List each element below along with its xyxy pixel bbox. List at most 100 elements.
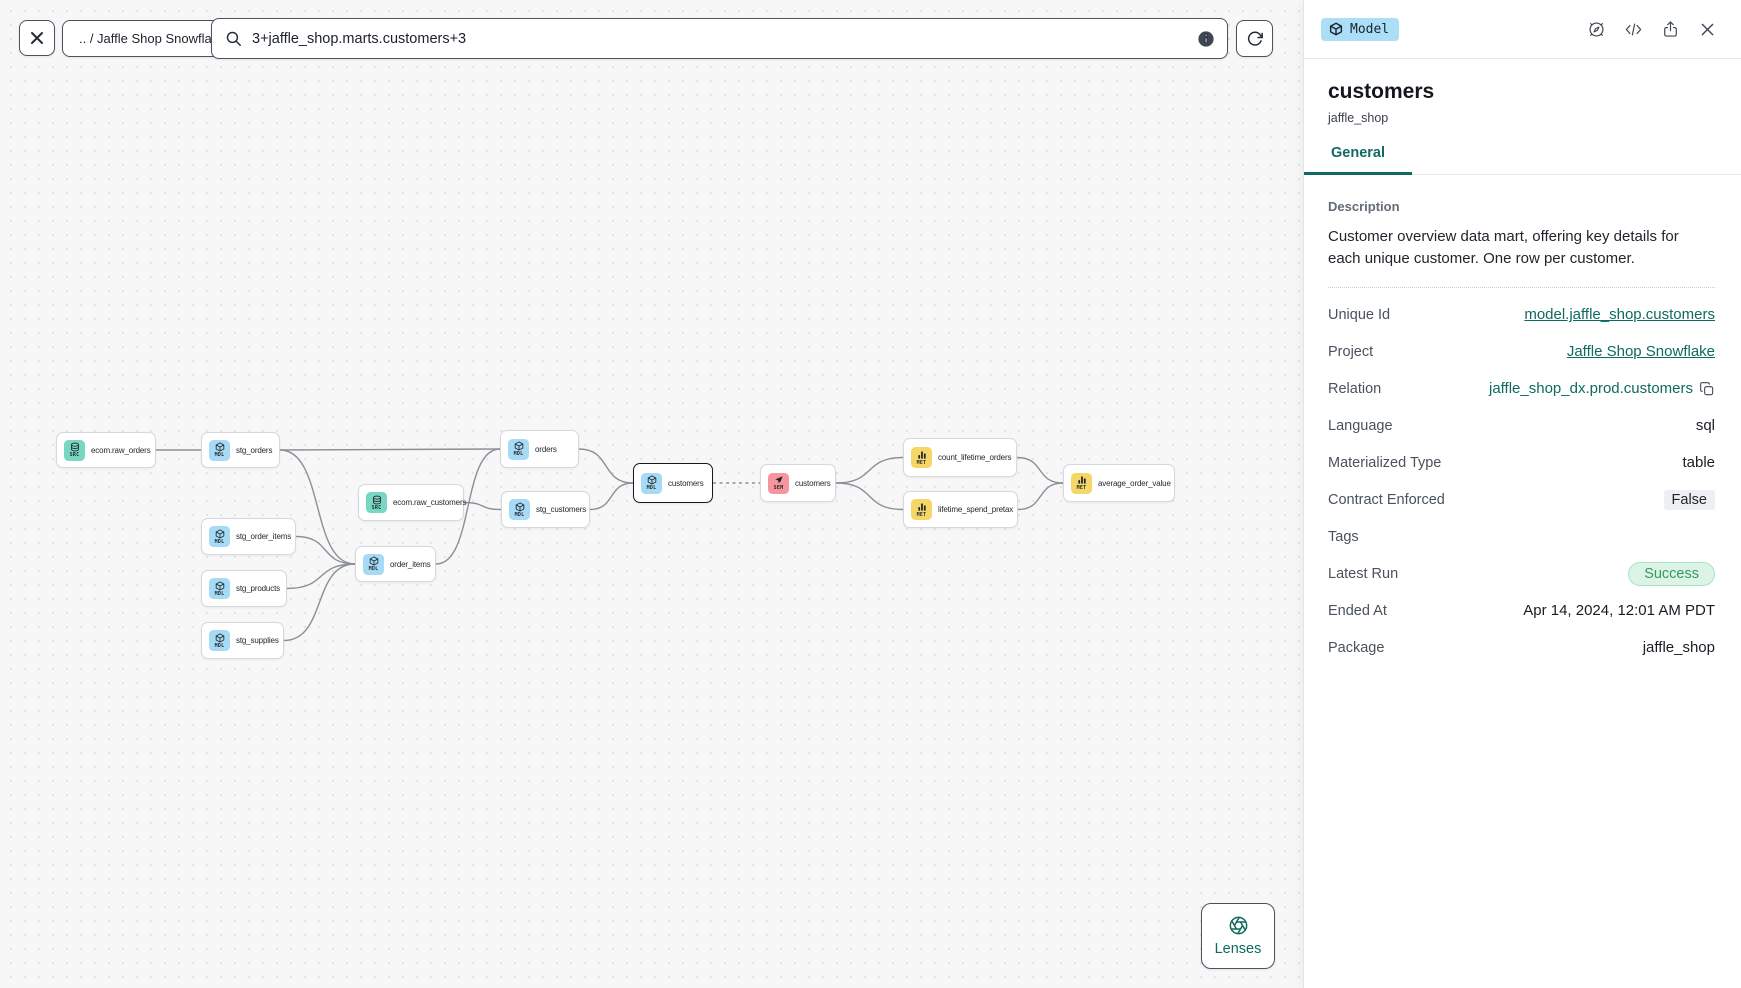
metric-icon: MET [1071, 472, 1092, 494]
explore-compass-button[interactable] [1586, 19, 1606, 39]
section-divider [1328, 287, 1715, 289]
node-lifetime_spend_pretax[interactable]: MET lifetime_spend_pretax [903, 491, 1018, 528]
node-label: orders [535, 444, 557, 454]
field-row-tags: Tags [1328, 518, 1715, 555]
field-value: Apr 14, 2024, 12:01 AM PDT [1523, 602, 1715, 620]
node-orders[interactable]: MDL orders [500, 430, 579, 468]
close-icon [1701, 23, 1713, 35]
metric-icon: MET [911, 499, 932, 520]
status-badge: False [1663, 489, 1715, 510]
edge-stg_order_items-to-order_items [295, 535, 356, 565]
panel-tabs: General [1304, 145, 1741, 175]
edge-stg_orders-to-order_items [279, 449, 356, 565]
node-label: ecom.raw_orders [91, 445, 151, 455]
model-icon: MDL [209, 526, 230, 547]
info-icon[interactable] [1198, 30, 1214, 47]
model-icon: MDL [209, 630, 230, 651]
node-label: stg_customers [536, 505, 587, 514]
field-value: jaffle_shop_dx.prod.customers [1489, 380, 1715, 397]
close-lineage-button[interactable] [19, 20, 55, 56]
refresh-icon [1247, 31, 1263, 46]
edge-stg_products-to-order_items [286, 563, 356, 590]
page-title: customers [1328, 80, 1435, 103]
field-row-contract-enforced: Contract Enforced False [1328, 481, 1715, 518]
description-label: Description [1328, 199, 1400, 214]
details-panel: Model customers jaffle_shop [1303, 0, 1741, 988]
edge-customers_sem-to-count_lifetime_orders [835, 456, 904, 484]
share-icon [1663, 20, 1677, 37]
node-label: lifetime_spend_pretax [938, 505, 1014, 514]
model-icon: MDL [641, 472, 662, 494]
model-icon: MDL [209, 439, 230, 461]
aperture-icon [1229, 916, 1247, 935]
model-icon: MDL [363, 553, 384, 575]
panel-body: Description Customer overview data mart,… [1304, 175, 1741, 666]
tab-general[interactable]: General [1304, 145, 1412, 175]
share-button[interactable] [1660, 19, 1680, 39]
code-icon [1625, 23, 1641, 35]
panel-header: Model [1304, 0, 1741, 59]
field-label: Project [1328, 343, 1374, 360]
close-panel-button[interactable] [1697, 19, 1717, 39]
field-label: Materialized Type [1328, 454, 1442, 471]
field-label: Language [1328, 417, 1393, 434]
field-value-link[interactable]: Jaffle Shop Snowflake [1566, 343, 1715, 361]
panel-actions [1586, 19, 1717, 39]
node-label: count_lifetime_orders [938, 453, 1012, 462]
node-label: order_items [390, 559, 431, 569]
field-label: Contract Enforced [1328, 491, 1445, 508]
edge-count_lifetime_orders-to-average_order_value [1016, 456, 1064, 484]
cube-icon [1329, 22, 1343, 36]
field-value-link[interactable]: model.jaffle_shop.customers [1524, 306, 1715, 324]
model-icon: MDL [508, 438, 529, 460]
node-ecom_raw_orders[interactable]: SRC ecom.raw_orders [56, 432, 156, 468]
status-badge: Success [1628, 561, 1715, 586]
node-stg_order_items[interactable]: MDL stg_order_items [201, 518, 296, 555]
copy-icon[interactable] [1699, 381, 1715, 397]
search-icon [226, 31, 241, 46]
search-input[interactable] [252, 30, 1188, 47]
field-label: Unique Id [1328, 306, 1391, 323]
lineage-edges [155, 448, 1064, 642]
edge-stg_customers-to-customers [589, 482, 634, 511]
refresh-button[interactable] [1236, 20, 1273, 57]
source-icon: SRC [64, 439, 85, 461]
node-label: customers [795, 478, 831, 488]
lineage-search-box[interactable] [211, 18, 1228, 59]
lenses-button[interactable]: Lenses [1201, 903, 1275, 969]
node-label: stg_orders [236, 445, 273, 455]
node-order_items[interactable]: MDL order_items [355, 546, 436, 582]
edge-orders-to-customers [578, 448, 634, 484]
field-row-language: Language sql [1328, 407, 1715, 444]
package-subtitle: jaffle_shop [1328, 111, 1389, 125]
node-label: stg_supplies [236, 636, 279, 645]
node-label: stg_order_items [236, 532, 292, 541]
node-stg_supplies[interactable]: MDL stg_supplies [201, 622, 284, 659]
field-row-project: Project Jaffle Shop Snowflake [1328, 333, 1715, 370]
field-value: sql [1695, 417, 1715, 435]
field-label: Package [1328, 639, 1385, 656]
description-text: Customer overview data mart, offering ke… [1328, 228, 1679, 268]
field-label: Latest Run [1328, 565, 1399, 582]
field-row-relation: Relation jaffle_shop_dx.prod.customers [1328, 370, 1715, 407]
close-icon [31, 32, 43, 44]
field-label: Relation [1328, 380, 1382, 397]
node-label: stg_products [236, 584, 281, 593]
view-code-button[interactable] [1623, 19, 1643, 39]
field-row-latest-run: Latest Run Success [1328, 555, 1715, 592]
node-stg_orders[interactable]: MDL stg_orders [201, 432, 280, 468]
edge-customers_sem-to-lifetime_spend_pretax [835, 482, 904, 511]
edge-ecom_raw_customers-to-stg_customers [463, 501, 502, 511]
